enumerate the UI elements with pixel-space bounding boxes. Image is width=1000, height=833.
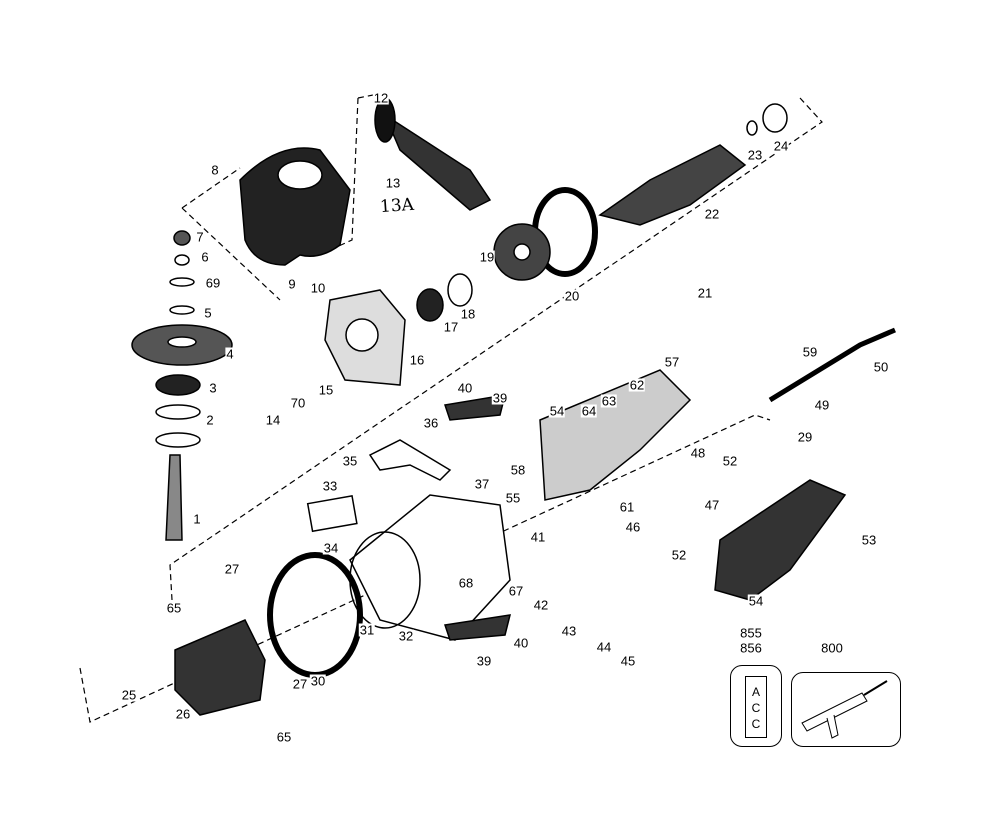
part-label: 26 xyxy=(174,706,192,722)
part-label: 39 xyxy=(491,390,509,406)
part-label: 8 xyxy=(210,162,220,178)
gun-label-800: 800 xyxy=(820,640,844,656)
accessory-gun-box xyxy=(791,672,901,747)
part-label: 33 xyxy=(321,478,339,494)
part-label: 24 xyxy=(772,138,790,154)
acc-tag-letter: A xyxy=(751,685,760,699)
part-label: 1 xyxy=(192,511,202,527)
part-label: 67 xyxy=(507,583,525,599)
part-label: 19 xyxy=(478,249,496,265)
side-handle xyxy=(383,113,492,211)
gear-case-dash-outline xyxy=(181,167,281,301)
part-label: 65 xyxy=(165,600,183,616)
part-label: 59 xyxy=(801,344,819,360)
part-label: 17 xyxy=(442,319,460,335)
part-label: 27 xyxy=(291,676,309,692)
part-label: 15 xyxy=(317,382,335,398)
part-label: 5 xyxy=(203,305,213,321)
part-label: 37 xyxy=(473,476,491,492)
armature xyxy=(598,144,747,226)
part-label: 25 xyxy=(120,687,138,703)
part-label: 2 xyxy=(205,412,215,428)
part-label: 52 xyxy=(721,453,739,469)
part-label: 29 xyxy=(796,429,814,445)
part-label: 6 xyxy=(200,249,210,265)
part-label: 34 xyxy=(322,540,340,556)
part-label: 7 xyxy=(195,229,205,245)
motor-housing xyxy=(349,494,511,641)
part-label: 40 xyxy=(456,380,474,396)
part-label: 21 xyxy=(696,285,714,301)
kit-label-856: 856 xyxy=(739,640,763,656)
part-label: 18 xyxy=(459,306,477,322)
handwritten-note: 13A xyxy=(379,194,415,218)
part-label: 68 xyxy=(457,575,475,591)
part-label: 47 xyxy=(703,497,721,513)
part-label: 46 xyxy=(624,519,642,535)
acc-tag: A C C xyxy=(745,676,767,738)
part-label: 48 xyxy=(689,445,707,461)
part-label: 36 xyxy=(422,415,440,431)
part-label: 13 xyxy=(384,175,402,191)
part-label: 53 xyxy=(860,532,878,548)
part-label: 12 xyxy=(372,90,390,106)
spindle xyxy=(165,454,183,541)
part-label: 23 xyxy=(746,147,764,163)
handle-half xyxy=(539,369,692,501)
part-label: 42 xyxy=(532,597,550,613)
part-label: 58 xyxy=(509,462,527,478)
acc-tag-letter: C xyxy=(751,701,761,715)
part-label: 54 xyxy=(747,593,765,609)
part-label: 22 xyxy=(703,206,721,222)
field-coil xyxy=(174,619,266,716)
part-label: 55 xyxy=(504,490,522,506)
part-label: 40 xyxy=(512,635,530,651)
part-label: 69 xyxy=(204,275,222,291)
part-label: 70 xyxy=(289,395,307,411)
handle-dash-outline xyxy=(329,93,379,251)
part-label: 41 xyxy=(529,529,547,545)
part-label: 63 xyxy=(600,393,618,409)
part-label: 31 xyxy=(358,622,376,638)
part-label: 65 xyxy=(275,729,293,745)
part-label: 50 xyxy=(872,359,890,375)
part-label: 62 xyxy=(628,377,646,393)
handle-half-right xyxy=(714,479,847,601)
kit-label-855: 855 xyxy=(739,625,763,641)
part-label: 45 xyxy=(619,653,637,669)
part-label: 9 xyxy=(287,276,297,292)
part-label: 52 xyxy=(670,547,688,563)
part-label: 61 xyxy=(618,499,636,515)
part-label: 10 xyxy=(309,280,327,296)
part-label: 49 xyxy=(813,397,831,413)
accessory-kit-box: A C C xyxy=(730,665,782,747)
housing-band xyxy=(267,552,363,678)
part-label: 4 xyxy=(225,346,235,362)
part-label: 44 xyxy=(595,639,613,655)
part-label: 30 xyxy=(309,673,327,689)
part-label: 32 xyxy=(397,628,415,644)
part-label: 16 xyxy=(408,352,426,368)
part-label: 57 xyxy=(663,354,681,370)
part-label: 64 xyxy=(580,403,598,419)
acc-tag-letter: C xyxy=(751,717,761,731)
part-label: 39 xyxy=(475,653,493,669)
part-label: 14 xyxy=(264,412,282,428)
part-label: 35 xyxy=(341,453,359,469)
grease-gun-icon xyxy=(801,680,888,739)
part-label: 43 xyxy=(560,623,578,639)
part-label: 27 xyxy=(223,561,241,577)
power-cord xyxy=(768,327,896,403)
part-label: 20 xyxy=(563,288,581,304)
part-label: 54 xyxy=(548,403,566,419)
part-label: 3 xyxy=(208,380,218,396)
